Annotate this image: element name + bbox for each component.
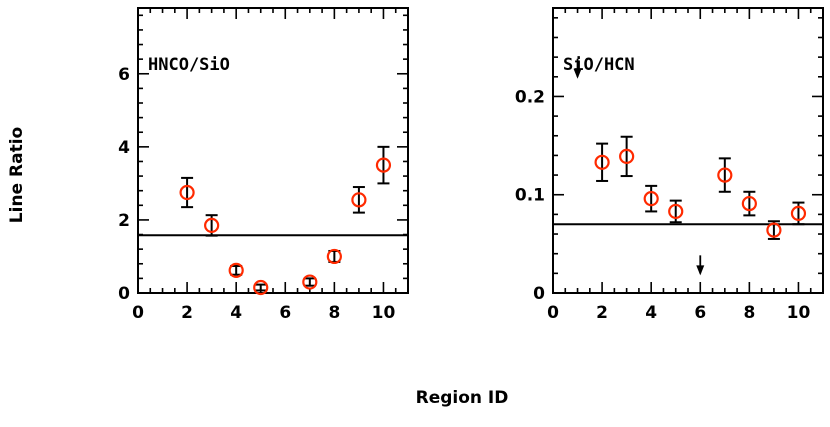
data-point [351, 192, 367, 208]
x-tick-label: 8 [743, 303, 755, 323]
panel-sio-hcn: 0 2 4 6 8 10 0 0.1 0.2 SiO/HCN [515, 7, 824, 323]
x-tick-label: 2 [181, 303, 193, 323]
panel-label: SiO/HCN [563, 55, 635, 75]
y-tick-label: 2 [118, 211, 130, 231]
data-point [766, 222, 782, 238]
data-point [668, 203, 684, 220]
data-point [302, 274, 318, 290]
panel-hnco-sio: 0 2 4 6 8 10 0 2 4 6 HNCO/SiO [118, 7, 409, 323]
data-point [594, 154, 610, 170]
data-point [375, 157, 392, 173]
data-point [790, 205, 807, 221]
x-tick-label: 6 [279, 303, 291, 323]
data-point [253, 279, 269, 296]
x-tick-label: 2 [596, 303, 608, 323]
plot-frame [137, 7, 409, 294]
data-point [619, 148, 635, 164]
data-point [643, 191, 659, 207]
x-tick-label: 0 [547, 303, 559, 323]
x-tick-label: 8 [328, 303, 340, 323]
plot-frame [552, 7, 824, 294]
upper-limit-arrow-head [573, 68, 582, 79]
x-tick-label: 4 [645, 303, 657, 323]
x-tick-label: 0 [132, 303, 144, 323]
data-point [204, 217, 220, 234]
x-tick-label: 4 [230, 303, 242, 323]
y-axis-title: Line Ratio [7, 127, 27, 223]
upper-limit-arrow-head [696, 265, 705, 276]
data-point [741, 195, 757, 212]
y-tick-label: 0 [118, 284, 130, 304]
y-tick-label: 0.1 [515, 186, 545, 206]
x-tick-label: 6 [694, 303, 706, 323]
y-tick-label: 0.2 [515, 87, 545, 107]
data-point [228, 262, 244, 278]
x-tick-label: 10 [372, 303, 396, 323]
x-axis-title: Region ID [416, 388, 509, 408]
panel-label: HNCO/SiO [148, 55, 230, 75]
x-tick-label: 10 [787, 303, 811, 323]
y-tick-label: 4 [118, 138, 130, 158]
y-tick-label: 6 [118, 65, 130, 85]
data-point [179, 184, 195, 201]
data-point [326, 248, 342, 265]
y-tick-label: 0 [533, 284, 545, 304]
data-point [717, 167, 733, 183]
